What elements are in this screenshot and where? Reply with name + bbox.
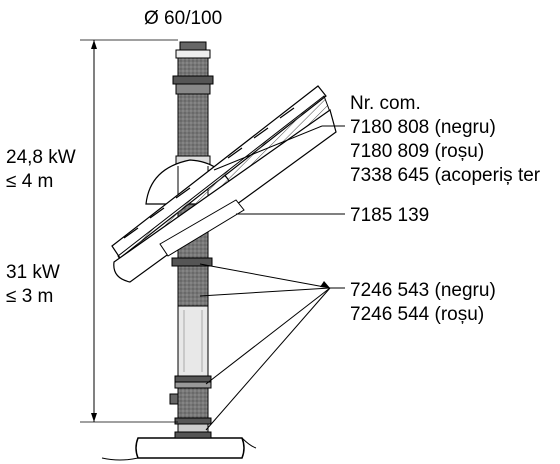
leader-arrowhead [320, 281, 330, 288]
clamp-code-2: 7246 544 (roșu) [350, 304, 484, 325]
roof-flashing-code-1: 7180 808 (negru) [350, 117, 496, 138]
diameter-label: Ø 60/100 [144, 8, 222, 29]
bottom-length-label: ≤ 3 m [6, 286, 53, 307]
roof-flashing-code-2: 7180 809 (roșu) [350, 141, 484, 162]
dimension-line [80, 39, 178, 423]
floor-base [101, 437, 257, 461]
top-power-label: 24,8 kW [6, 147, 76, 168]
top-length-label: ≤ 4 m [6, 171, 53, 192]
clamp-code-1: 7246 543 (negru) [350, 280, 496, 301]
roof-plate-code: 7185 139 [350, 205, 429, 226]
leader-lines [199, 125, 345, 431]
order-number-heading: Nr. com. [350, 93, 421, 114]
bottom-power-label: 31 kW [6, 262, 60, 283]
inclined-roof [111, 85, 337, 283]
roof-flashing-code-3: 7338 645 (acoperiș ter [350, 165, 541, 186]
